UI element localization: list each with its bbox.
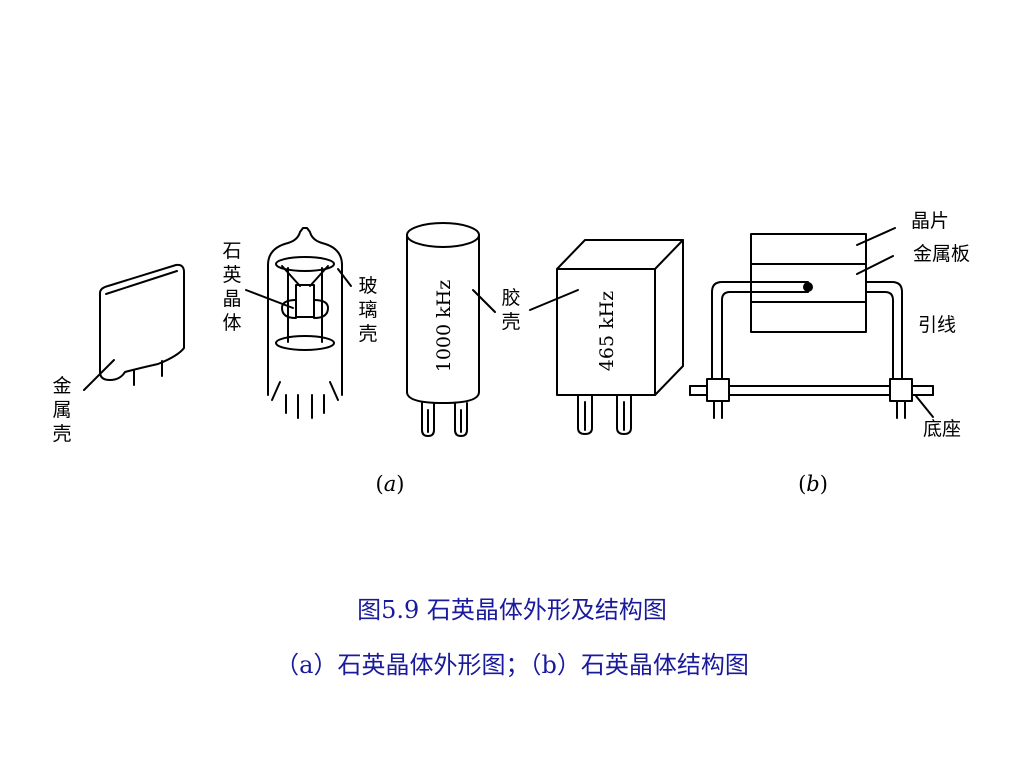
base-leader: [915, 395, 934, 418]
cube-crystal-465khz: [556, 239, 684, 435]
metal-plate-leader: [856, 255, 894, 275]
quartz-crystal-leader: [245, 289, 294, 309]
glass-shell-crystal: [267, 227, 343, 419]
label-base: 底座: [923, 418, 961, 440]
label-metal-shell: 金属壳: [52, 375, 71, 445]
subfigure-a-label: (a): [376, 472, 405, 496]
label-freq-465: 465 kHz: [596, 291, 618, 371]
plastic-shell-leader-left: [472, 289, 496, 313]
figure-caption-title: 图5.9 石英晶体外形及结构图: [357, 596, 667, 624]
label-lead-wire: 引线: [918, 314, 956, 336]
glass-shell-leader: [337, 268, 352, 287]
crystal-structure: [689, 233, 934, 419]
label-plastic-shell: 胶壳: [501, 287, 520, 333]
label-wafer: 晶片: [911, 210, 949, 232]
label-glass-shell: 玻璃壳: [358, 275, 377, 345]
plastic-shell-leader-right: [529, 289, 579, 311]
label-freq-1000: 1000 kHz: [433, 280, 455, 373]
metal-shell-crystal: [99, 263, 185, 386]
cylinder-crystal-1000khz: [406, 222, 480, 437]
wafer-leader: [856, 227, 896, 246]
label-quartz-crystal: 石英晶体: [222, 240, 241, 334]
subfigure-b-label: (b): [798, 472, 828, 496]
label-metal-plate: 金属板: [913, 243, 970, 265]
metal-shell-leader: [83, 359, 115, 391]
figure-caption-subtitle: （a）石英晶体外形图；（b）石英晶体结构图: [275, 651, 749, 679]
